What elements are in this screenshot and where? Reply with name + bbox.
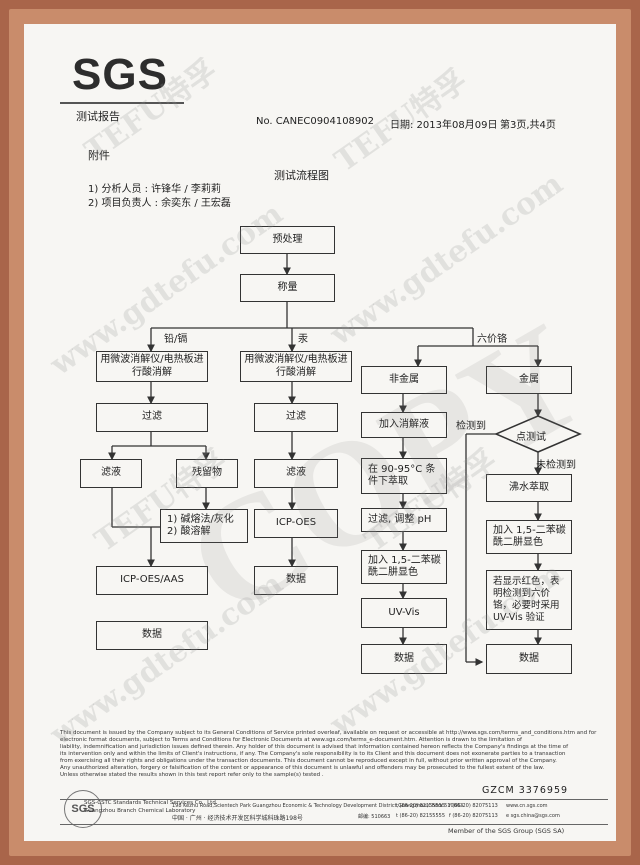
spot-test-decision	[494, 415, 582, 453]
label-detected: 检测到	[456, 421, 486, 432]
step-boiling-water-extraction: 沸水萃取	[486, 474, 572, 502]
footer-divider	[60, 799, 608, 800]
address-chinese: 中国 · 广州 · 经济技术开发区科学城科珠路198号	[172, 815, 303, 822]
sgs-logo: SGS	[72, 50, 168, 99]
step-microwave-digestion-pbcd: 用微波消解仪/电热板进行酸消解	[96, 351, 208, 382]
step-adjust-ph: 过滤, 调整 pH	[361, 508, 447, 532]
logo-underline	[60, 102, 184, 104]
report-number: No. CANEC0904108902	[256, 116, 375, 127]
company-branch: Guangzhou Branch Chemical Laboratory	[84, 808, 196, 814]
step-filter-pbcd: 过滤	[96, 403, 208, 432]
fax-1: f (86-20) 82075113	[449, 803, 498, 809]
report-date: 日期: 2013年08月09日	[390, 120, 498, 131]
report-label: 测试报告	[76, 110, 120, 123]
step-residue: 残留物	[176, 459, 238, 488]
step-filter-hg: 过滤	[254, 403, 338, 432]
sgs-member-line: Member of the SGS Group (SGS SA)	[448, 827, 565, 835]
sgs-seal-stamp: SGS	[64, 790, 102, 828]
step-extract-90-95c: 在 90-95°C 条件下萃取	[361, 458, 447, 494]
step-metal: 金属	[486, 366, 572, 394]
step-nonmetal: 非金属	[361, 366, 447, 394]
disclaimer-line: This document is issued by the Company s…	[60, 730, 597, 743]
step-add-digestion-solution: 加入消解液	[361, 412, 447, 438]
disclaimer-line: liability, indemnification and jurisdict…	[60, 744, 569, 750]
step-data-pbcd: 数据	[96, 621, 208, 650]
step-pretreatment: 预处理	[240, 226, 335, 254]
disclaimer-block: This document is issued by the Company s…	[60, 730, 608, 779]
annex-analyst: 1) 分析人员 : 许锋华 / 李莉莉	[88, 184, 221, 195]
step-red-color-result: 若显示红色，表明检测到六价铬，必要时采用UV-Vis 验证	[486, 570, 572, 630]
branch-label-hg: 汞	[298, 334, 308, 345]
step-weighing: 称量	[240, 274, 335, 302]
company-name: SGS-CSTC Standards Technical Services Co…	[84, 800, 218, 806]
step-data-hg: 数据	[254, 566, 338, 595]
step-data-nonmetal: 数据	[361, 644, 447, 674]
annex-project-lead: 2) 项目负责人 : 余奕东 / 王宏磊	[88, 198, 231, 209]
step-add-dpc-metal: 加入 1,5-二苯碳酰二肼显色	[486, 520, 572, 554]
fax-2: f (86-20) 82075113	[449, 813, 498, 819]
disclaimer-line: Unless otherwise stated the results show…	[60, 772, 324, 778]
report-page: SGS 测试报告 No. CANEC0904108902 日期: 2013年08…	[24, 24, 616, 841]
phone-2: t (86-20) 82155555	[396, 813, 446, 819]
step-filtrate-pbcd: 滤液	[80, 459, 142, 488]
serial-number: GZCM 3376959	[482, 785, 569, 796]
step-icp-oes: ICP-OES	[254, 509, 338, 538]
page-info: 第3页,共4页	[500, 120, 556, 131]
address-english: 198 Kezhu Road,Scientech Park Guangzhou …	[172, 803, 464, 809]
label-not-detected: 未检测到	[536, 460, 576, 471]
stamp-text: SGS	[71, 803, 95, 815]
step-spot-test: 点测试	[516, 432, 546, 443]
step-alkali-fusion: 1) 碱熔法/灰化 2) 酸溶解	[160, 509, 248, 543]
postcode: 邮编: 510663	[358, 814, 391, 820]
phone-1: t (86-20) 82155555	[396, 803, 446, 809]
annex-title: 附件	[88, 149, 110, 162]
disclaimer-line: its intervention only and within the lim…	[60, 751, 566, 757]
disclaimer-line: from exercising all their rights and obl…	[60, 758, 557, 764]
website: www.cn.sgs.com	[506, 803, 548, 809]
email: e sgs.china@sgs.com	[506, 813, 560, 819]
step-data-metal: 数据	[486, 644, 572, 674]
step-microwave-digestion-hg: 用微波消解仪/电热板进行酸消解	[240, 351, 352, 382]
flowchart-connectors	[108, 254, 582, 666]
branch-label-cr6: 六价铬	[477, 334, 507, 345]
branch-label-pb-cd: 铅/镉	[164, 334, 188, 345]
step-uv-vis: UV-Vis	[361, 598, 447, 628]
step-add-dpc-nonmetal: 加入 1,5-二苯碳酰二肼显色	[361, 550, 447, 584]
disclaimer-line: Any unauthorized alteration, forgery or …	[60, 765, 545, 771]
footer-divider-bottom	[60, 824, 608, 825]
step-icp-aas: ICP-OES/AAS	[96, 566, 208, 595]
step-filtrate-hg: 滤液	[254, 459, 338, 488]
flowchart-title: 测试流程图	[274, 169, 329, 182]
